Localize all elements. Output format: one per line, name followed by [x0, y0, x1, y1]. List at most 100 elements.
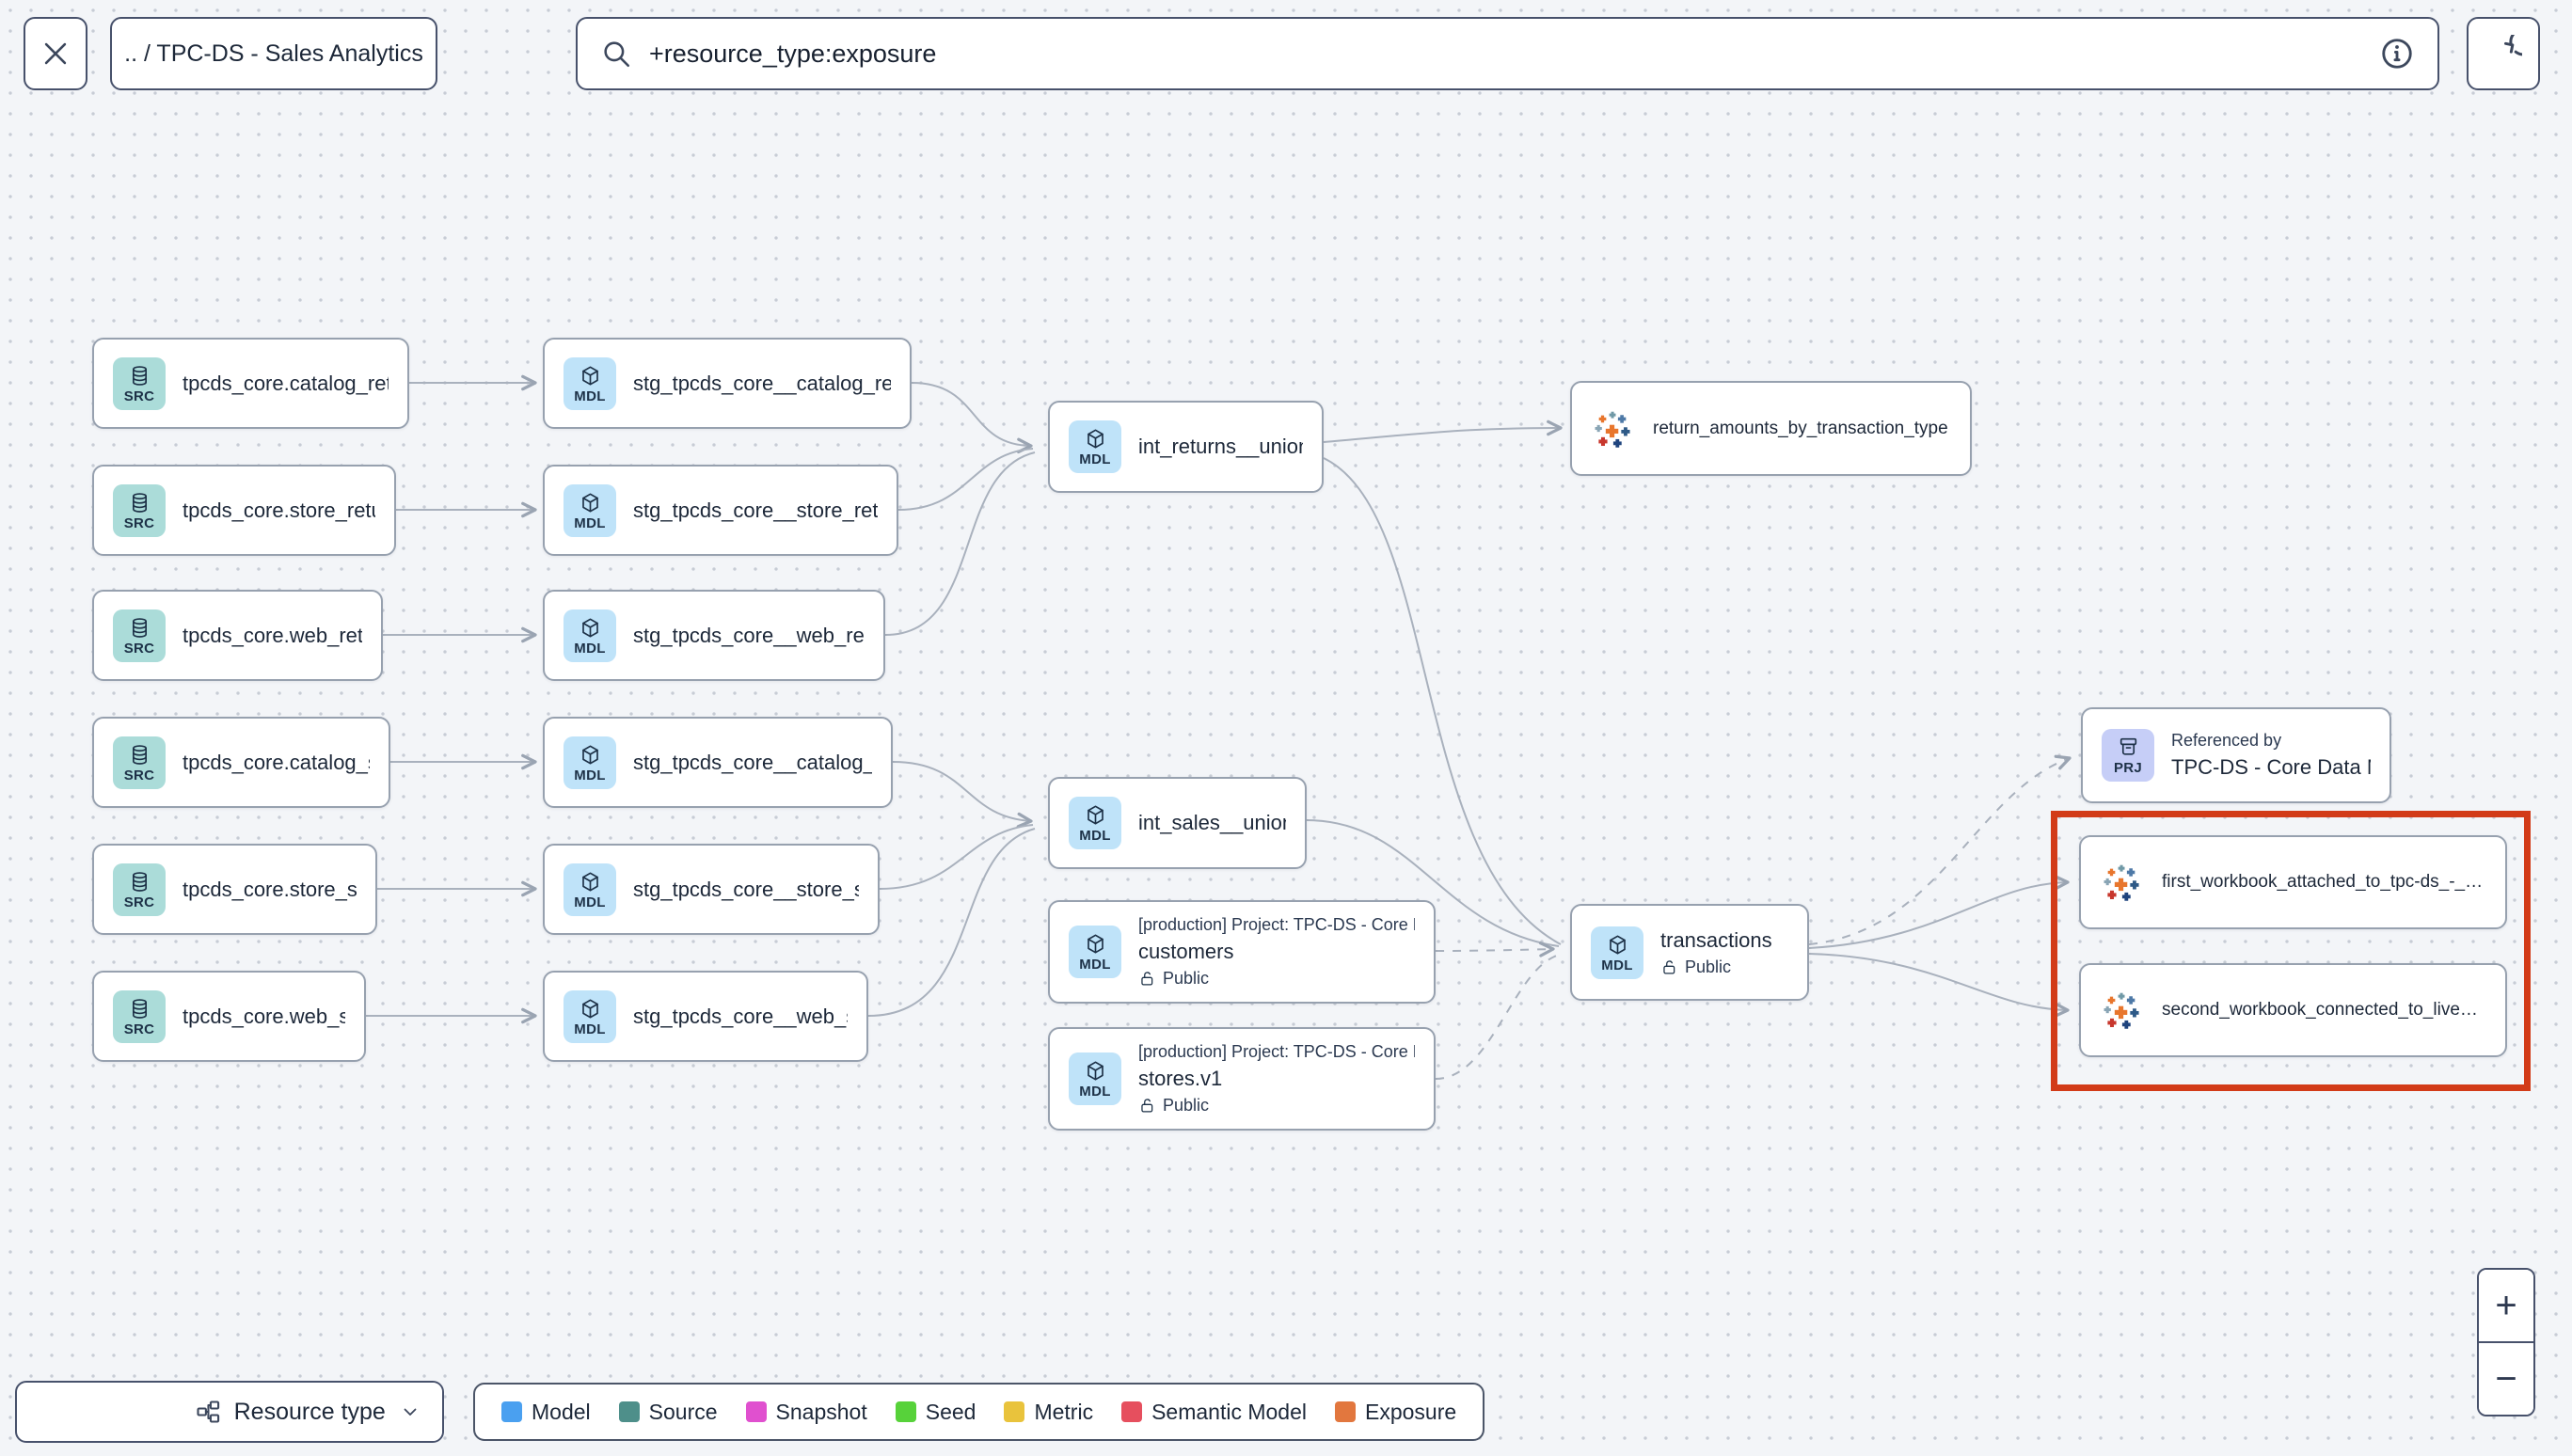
legend-label: Exposure [1365, 1399, 1457, 1424]
zoom-out-button[interactable]: − [2479, 1341, 2533, 1415]
tableau-icon [1591, 406, 1636, 451]
edge [1435, 955, 1558, 1080]
legend-swatch [745, 1401, 767, 1422]
lineage-node-src_web_sales[interactable]: SRC tpcds_core.web_sales [92, 971, 366, 1062]
mdl-badge-icon: MDL [564, 863, 616, 916]
node-text: stg_tpcds_core__web_returns [633, 624, 865, 648]
mdl-badge-icon: MDL [564, 483, 616, 537]
node-text: first_workbook_attached_to_tpc-ds_-_… [2162, 872, 2483, 893]
legend-label: Model [532, 1399, 591, 1424]
node-title: tpcds_core.catalog_sales [183, 750, 370, 774]
edge [884, 451, 1036, 636]
lineage-node-src_store_returns[interactable]: SRC tpcds_core.store_returns [92, 465, 396, 556]
edge [1808, 875, 2070, 949]
lineage-node-stg_store_returns[interactable]: MDL stg_tpcds_core__store_returns [543, 465, 898, 556]
refresh-button[interactable] [2467, 17, 2540, 90]
edge [867, 828, 1036, 1017]
info-icon[interactable] [2379, 36, 2415, 71]
lineage-node-stores[interactable]: MDL[production] Project: TPC-DS - Core D… [1048, 1027, 1436, 1131]
legend-label: Metric [1034, 1399, 1094, 1424]
edge [1808, 754, 2072, 945]
edge [1323, 419, 1563, 443]
node-title: stg_tpcds_core__web_sales [633, 1004, 848, 1028]
search-icon [604, 41, 630, 68]
node-text: second_workbook_connected_to_live… [2162, 1000, 2478, 1021]
edge [879, 824, 1034, 890]
resource-type-icon [197, 1401, 219, 1423]
node-title: tpcds_core.store_sales [183, 877, 357, 901]
aperture-icon [40, 1400, 64, 1424]
legend-item-source: Source [618, 1399, 718, 1425]
node-text: int_sales__unioned [1138, 811, 1286, 835]
lineage-node-second_workbook[interactable]: second_workbook_connected_to_live… [2079, 963, 2507, 1057]
unlock-icon [1138, 970, 1156, 988]
src-badge-icon: SRC [113, 356, 166, 410]
node-text: tpcds_core.catalog_returns [183, 372, 389, 396]
lenses-label: Lenses [77, 1398, 153, 1425]
node-title: second_workbook_connected_to_live… [2162, 1000, 2478, 1020]
node-title: stores.v1 [1138, 1067, 1223, 1090]
node-text: stg_tpcds_core__catalog_sales [633, 751, 872, 775]
breadcrumb[interactable]: .. / TPC-DS - Sales Analytics [110, 17, 437, 90]
node-title: TPC-DS - Core Data Models [2171, 755, 2371, 779]
mdl-badge-icon: MDL [564, 609, 616, 662]
lineage-node-src_catalog_returns[interactable]: SRC tpcds_core.catalog_returns [92, 338, 409, 429]
lineage-node-src_catalog_sales[interactable]: SRC tpcds_core.catalog_sales [92, 717, 390, 808]
legend-swatch [1335, 1401, 1356, 1422]
zoom-in-button[interactable]: + [2479, 1270, 2533, 1341]
legend-item-snapshot: Snapshot [745, 1400, 867, 1425]
node-title: stg_tpcds_core__catalog_returns [633, 371, 891, 395]
search-input[interactable] [647, 38, 2364, 70]
node-text: stg_tpcds_core__store_returns [633, 499, 878, 523]
node-text: int_returns__unioned [1138, 435, 1303, 459]
node-text: tpcds_core.catalog_sales [183, 751, 370, 775]
resource-type-dropdown[interactable]: Resource type [173, 1383, 442, 1441]
src-badge-icon: SRC [113, 736, 166, 789]
edge [1435, 942, 1555, 957]
lineage-node-stg_web_returns[interactable]: MDL stg_tpcds_core__web_returns [543, 590, 885, 681]
node-text: [production] Project: TPC-DS - Core Data… [1138, 1042, 1415, 1116]
mdl-badge-icon: MDL [1069, 797, 1121, 849]
lenses-button[interactable]: Lenses [17, 1383, 174, 1441]
mdl-badge-icon: MDL [1069, 926, 1121, 978]
access-row: Public [1138, 969, 1415, 989]
src-badge-icon: SRC [113, 483, 166, 537]
node-text: tpcds_core.store_returns [183, 499, 375, 523]
close-button[interactable] [24, 17, 87, 90]
access-label: Public [1163, 1096, 1210, 1115]
legend-item-model: Model [501, 1400, 591, 1425]
src-badge-icon: SRC [113, 989, 166, 1043]
access-label: Public [1163, 969, 1210, 988]
refresh-icon [2504, 35, 2522, 56]
project-line: [production] Project: TPC-DS - Core Data… [1138, 915, 1415, 934]
lineage-node-return_amounts[interactable]: return_amounts_by_transaction_type [1570, 381, 1972, 476]
breadcrumb-label: .. / TPC-DS - Sales Analytics [124, 40, 423, 67]
legend-label: Semantic Model [1151, 1399, 1307, 1424]
access-row: Public [1660, 957, 1772, 977]
node-text: tpcds_core.web_sales [183, 1005, 345, 1029]
node-text: tpcds_core.web_returns [183, 624, 362, 648]
lineage-node-customers[interactable]: MDL [production] Project: TPC-DS - Core D… [1048, 900, 1436, 1004]
lineage-node-first_workbook[interactable]: first_workbook_attached_to_tpc-ds_-_… [2079, 835, 2507, 929]
node-title: int_returns__unioned [1138, 435, 1303, 458]
lineage-node-int_sales[interactable]: MDL int_sales__unioned [1048, 777, 1307, 869]
prj-badge-icon: PRJ [2102, 729, 2154, 782]
mdl-badge-icon: MDL [1591, 926, 1643, 979]
legend-label: Source [648, 1399, 718, 1424]
edge [1323, 457, 1562, 945]
resource-type-label: Resource type [233, 1398, 386, 1425]
